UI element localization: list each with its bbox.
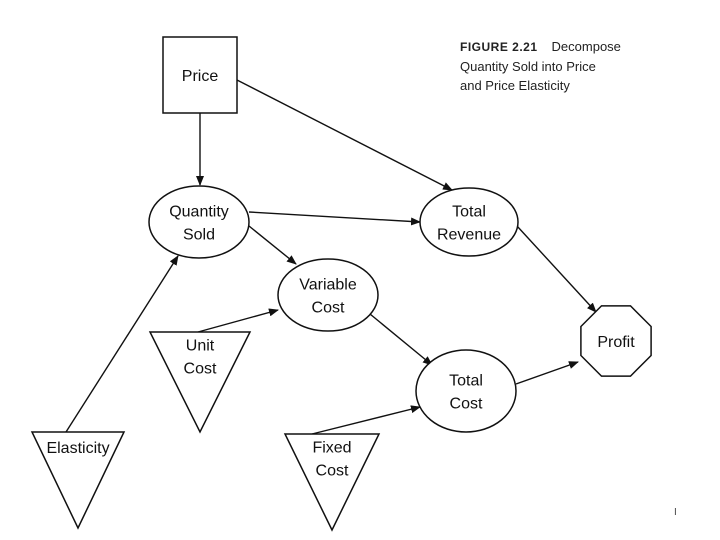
- edge-quantity-sold-to-total-revenue: [248, 211, 421, 226]
- caption-line-3: and Price Elasticity: [460, 78, 570, 93]
- node-elasticity: Elasticity: [30, 431, 126, 530]
- fixed-cost-label-line-2: Cost: [316, 463, 349, 480]
- variable-cost-label-line-1: Variable: [299, 277, 357, 294]
- unit-cost-label-line-1: Unit: [186, 338, 215, 355]
- edges-layer: [65, 79, 597, 435]
- page-mark: I: [674, 507, 677, 518]
- total-revenue-label-line-2: Revenue: [437, 227, 501, 244]
- fixed-cost-triangle: [283, 433, 381, 532]
- nodes-layer: PriceQuantitySoldTotalRevenueVariableCos…: [30, 36, 652, 532]
- node-price: Price: [162, 36, 238, 114]
- quantity-sold-ellipse: [148, 185, 250, 259]
- total-cost-ellipse: [415, 349, 517, 433]
- figure-label: FIGURE 2.21: [460, 40, 538, 54]
- elasticity-label-line-1: Elasticity: [46, 440, 109, 457]
- edge-quantity-sold-to-variable-cost: [248, 225, 297, 265]
- caption-title-start: Decompose: [551, 39, 621, 54]
- elasticity-triangle: [30, 431, 126, 530]
- total-cost-label-line-1: Total: [449, 373, 483, 390]
- edge-fixed-cost-to-total-cost: [311, 405, 421, 435]
- total-revenue-ellipse: [419, 187, 519, 257]
- profit-label-line-1: Profit: [597, 334, 635, 351]
- figure-caption: FIGURE 2.21 Decompose Quantity Sold into …: [460, 37, 621, 95]
- total-cost-label-line-2: Cost: [450, 396, 483, 413]
- quantity-sold-label-line-2: Sold: [183, 227, 215, 244]
- total-revenue-label-line-1: Total: [452, 204, 486, 221]
- caption-line-1: FIGURE 2.21 Decompose: [460, 37, 621, 57]
- unit-cost-label-line-2: Cost: [184, 361, 217, 378]
- edge-elasticity-to-quantity-sold: [65, 255, 179, 433]
- edge-price-to-total-revenue: [236, 79, 453, 191]
- price-box: [162, 36, 238, 114]
- quantity-sold-label-line-1: Quantity: [169, 204, 229, 221]
- caption-line-2: Quantity Sold into Price: [460, 59, 596, 74]
- variable-cost-ellipse: [277, 258, 379, 332]
- variable-cost-label-line-2: Cost: [312, 300, 345, 317]
- price-label-line-1: Price: [182, 68, 219, 85]
- profit-octagon: [580, 305, 652, 377]
- edge-variable-cost-to-total-cost: [369, 313, 433, 366]
- fixed-cost-label-line-1: Fixed: [312, 440, 351, 457]
- node-profit: Profit: [580, 305, 652, 377]
- edge-total-cost-to-profit: [515, 361, 579, 385]
- unit-cost-triangle: [148, 331, 252, 434]
- edge-total-revenue-to-profit: [516, 225, 597, 313]
- edge-unit-cost-to-variable-cost: [197, 308, 279, 333]
